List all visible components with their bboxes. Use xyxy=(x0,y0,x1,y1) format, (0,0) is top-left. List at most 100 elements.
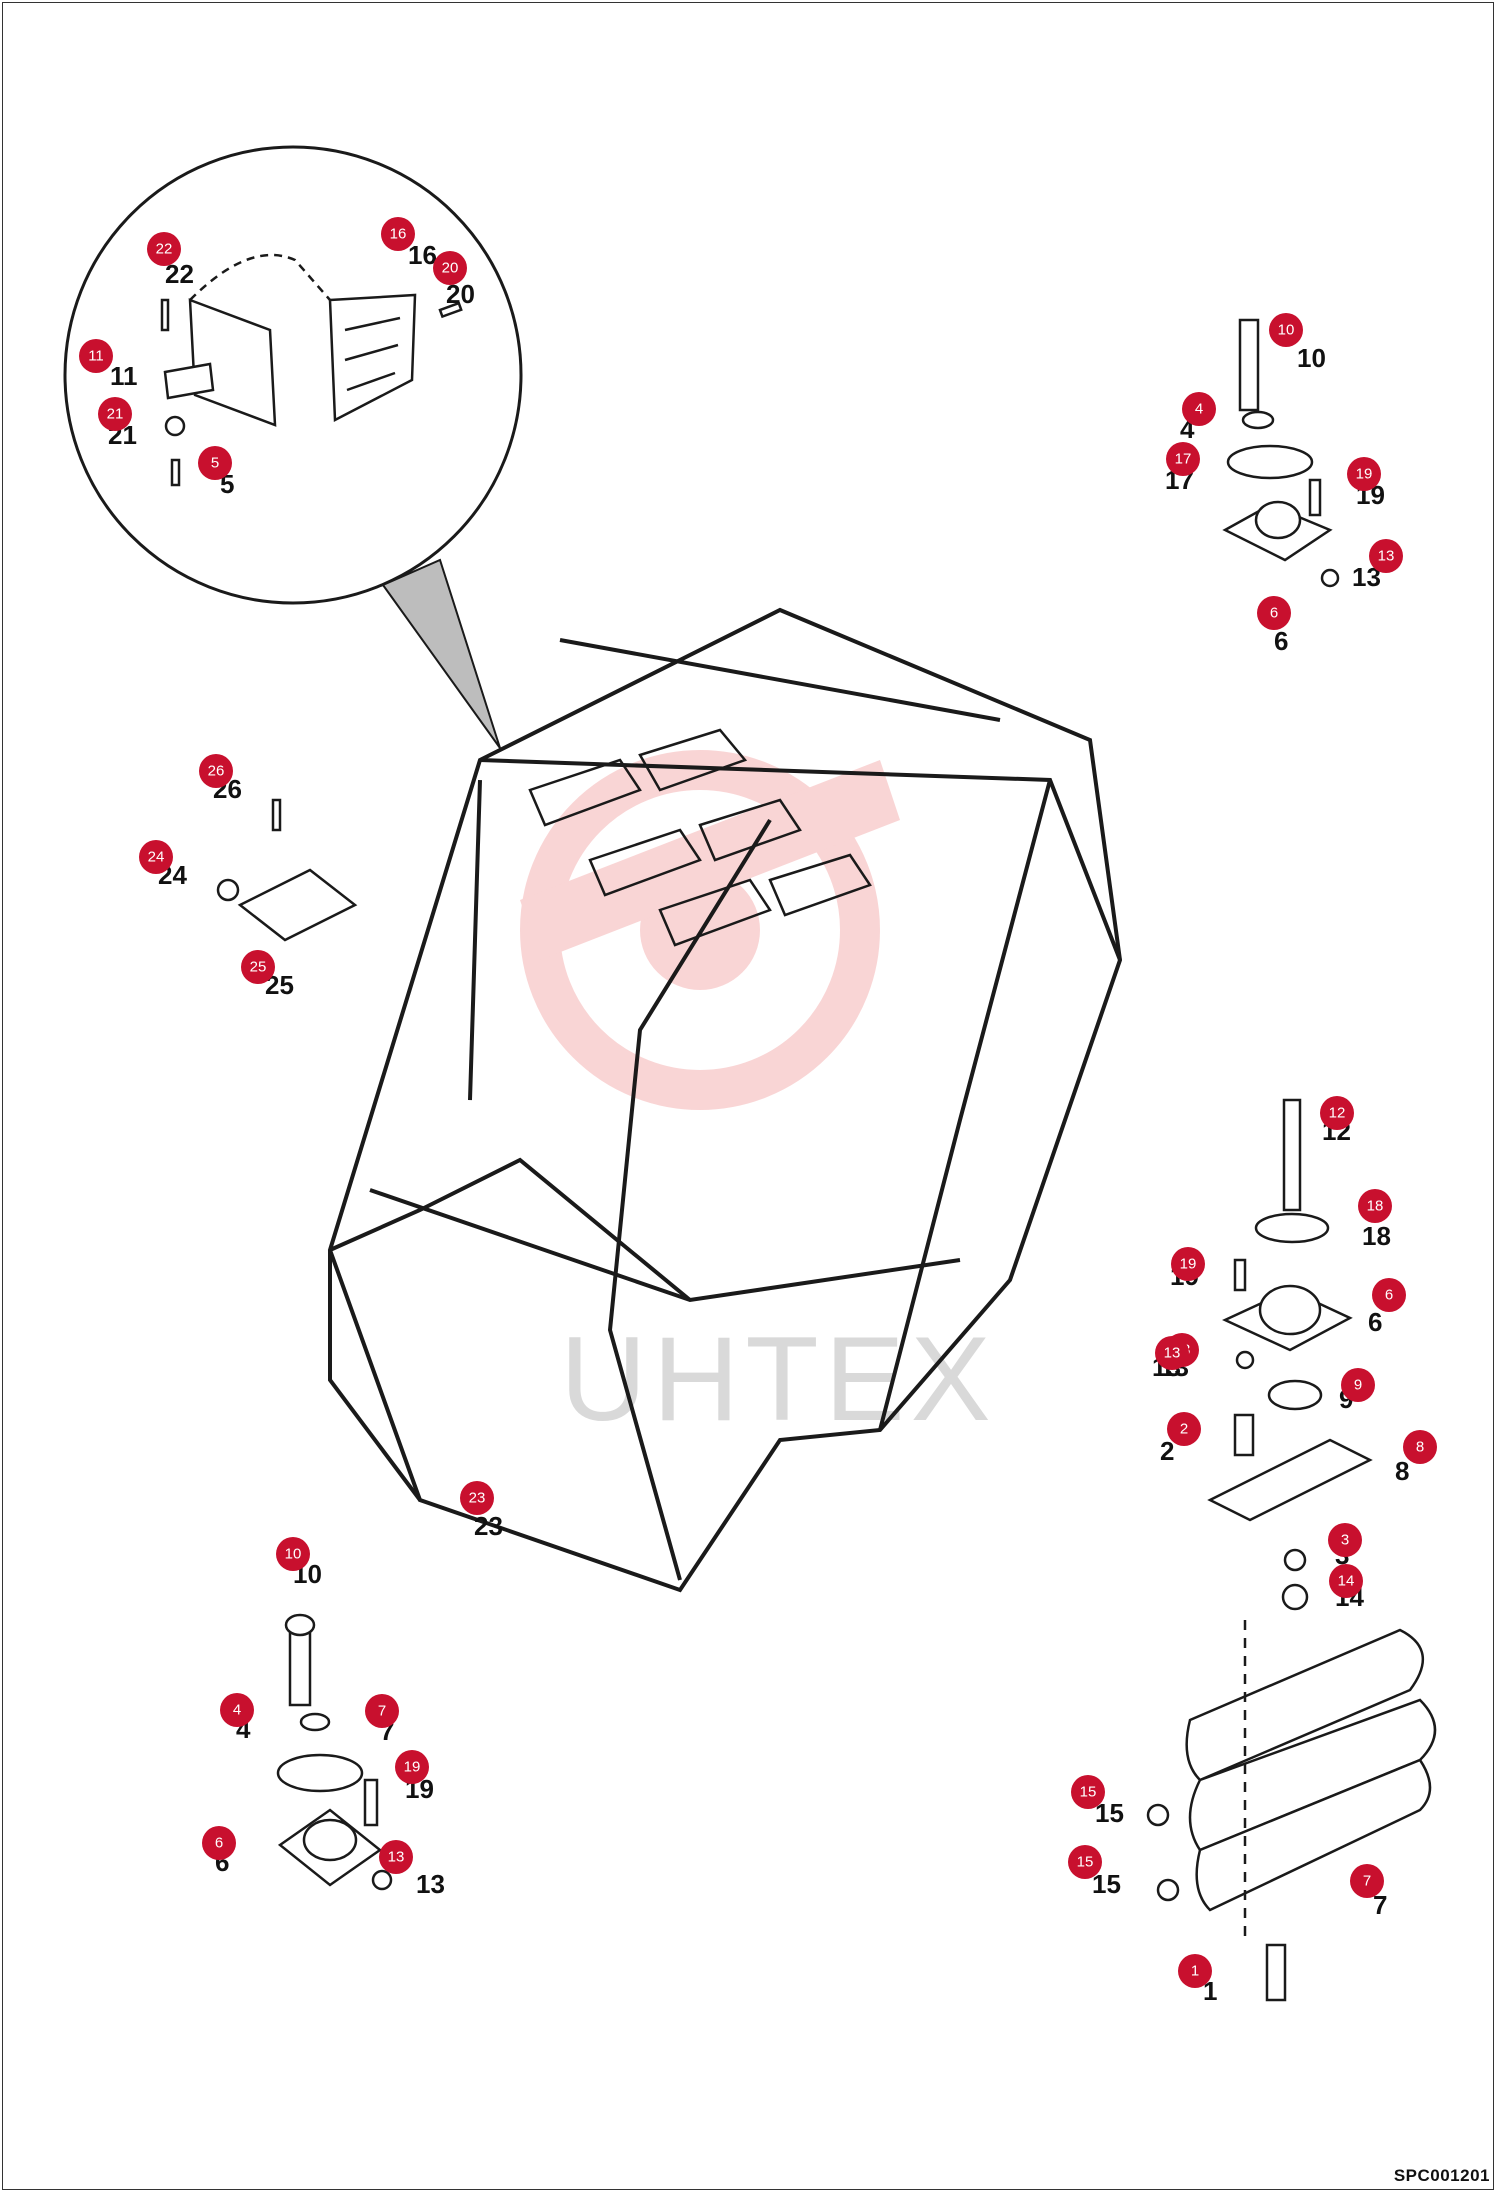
callout-badge xyxy=(1269,313,1303,347)
callout-badge xyxy=(241,950,275,984)
callout-badge-number: 13 xyxy=(1164,1345,1181,1362)
callout-badge-number: 14 xyxy=(1338,1573,1355,1590)
callout-badge-number: 5 xyxy=(211,455,219,472)
callout-label: 18 xyxy=(1362,1221,1391,1251)
callout-11: 11 11 xyxy=(79,339,138,391)
callout-badge xyxy=(379,1840,413,1874)
callout-badge-number: 7 xyxy=(378,1703,386,1720)
callout-badge xyxy=(1167,1412,1201,1446)
callout-badge xyxy=(1369,539,1403,573)
callout-badge-number: 6 xyxy=(1385,1287,1393,1304)
callout-badge-number: 12 xyxy=(1329,1105,1346,1122)
callout-badge xyxy=(1257,596,1291,630)
callout-badge-number: 23 xyxy=(469,1490,486,1507)
callout-label: 16 xyxy=(408,240,437,270)
callout-label: 7 xyxy=(1373,1890,1387,1920)
callout-badge xyxy=(98,397,132,431)
callout-7: 77 xyxy=(365,1694,399,1746)
callout-badge-number: 15 xyxy=(1080,1784,1097,1801)
callout-badge xyxy=(199,754,233,788)
callout-badge xyxy=(1166,442,1200,476)
callout-badge-number: 4 xyxy=(233,1702,241,1719)
cab-frame xyxy=(327,607,1123,1593)
callout-8: 88 xyxy=(1395,1430,1437,1486)
roof-vents xyxy=(528,728,872,947)
callout-label: 10 xyxy=(1297,343,1326,373)
callout-3: 33 xyxy=(1328,1523,1362,1570)
callout-badge-number: 13 xyxy=(388,1849,405,1866)
callout-label: 6 xyxy=(1274,626,1288,656)
drawing-reference-code: SPC001201 xyxy=(1393,2166,1490,2185)
watermark-gear-logo xyxy=(520,750,900,1110)
callout-badge-number: 19 xyxy=(404,1759,421,1776)
detail-pointer xyxy=(381,558,501,749)
callout-badge xyxy=(139,840,173,874)
callout-badge-number: 22 xyxy=(156,241,173,258)
callout-badge xyxy=(79,339,113,373)
callout-badge-number: 17 xyxy=(1175,451,1192,468)
callout-badge xyxy=(1068,1845,1102,1879)
callout-badge-number: 1 xyxy=(1191,1963,1199,1980)
callout-badge xyxy=(381,217,415,251)
callout-badge xyxy=(276,1537,310,1571)
callout-badge-number: 2 xyxy=(1180,1421,1188,1438)
callout-badge-number: 10 xyxy=(1278,322,1295,339)
mount-bracket-bottom-right xyxy=(1146,1620,1437,2002)
callout-badge xyxy=(395,1750,429,1784)
callout-badge xyxy=(198,446,232,480)
callout-4: 44 xyxy=(220,1693,254,1744)
callout-badge-number: 6 xyxy=(215,1835,223,1852)
callout-badge xyxy=(1071,1775,1105,1809)
callout-badge xyxy=(147,232,181,266)
callout-label: 8 xyxy=(1395,1456,1409,1486)
callout-badge xyxy=(1328,1523,1362,1557)
callout-badge-number: 11 xyxy=(88,348,104,365)
callout-label: 6 xyxy=(1368,1307,1382,1337)
watermark-text: UHTEX xyxy=(560,1312,997,1446)
callout-badge-number: 25 xyxy=(250,959,267,976)
callout-2: 22 xyxy=(1160,1412,1201,1466)
mount-assembly-middle-right xyxy=(1207,1098,1373,1611)
callout-badge-number: 19 xyxy=(1356,466,1373,483)
callout-badge-number: 16 xyxy=(390,226,407,243)
callout-badge-number: 21 xyxy=(107,406,124,423)
callout-6: 66 xyxy=(1368,1278,1406,1337)
callout-label: 11 xyxy=(110,361,138,391)
mount-assembly-bottom-left xyxy=(276,1613,393,1891)
callout-badge xyxy=(1372,1278,1406,1312)
callout-badge xyxy=(365,1694,399,1728)
callout-badge xyxy=(1350,1864,1384,1898)
callout-badge xyxy=(1320,1096,1354,1130)
callout-badge-number: 7 xyxy=(1363,1873,1371,1890)
callout-badge-number: 26 xyxy=(208,763,225,780)
callout-badge xyxy=(1347,457,1381,491)
callout-badge xyxy=(1171,1247,1205,1281)
callout-badge xyxy=(460,1481,494,1515)
callout-badge-number: 10 xyxy=(285,1546,302,1563)
callout-label: 23 xyxy=(474,1511,503,1541)
callout-1: 11 xyxy=(1178,1954,1217,2006)
callout-badge-number: 9 xyxy=(1354,1377,1362,1394)
callout-badge xyxy=(1178,1954,1212,1988)
